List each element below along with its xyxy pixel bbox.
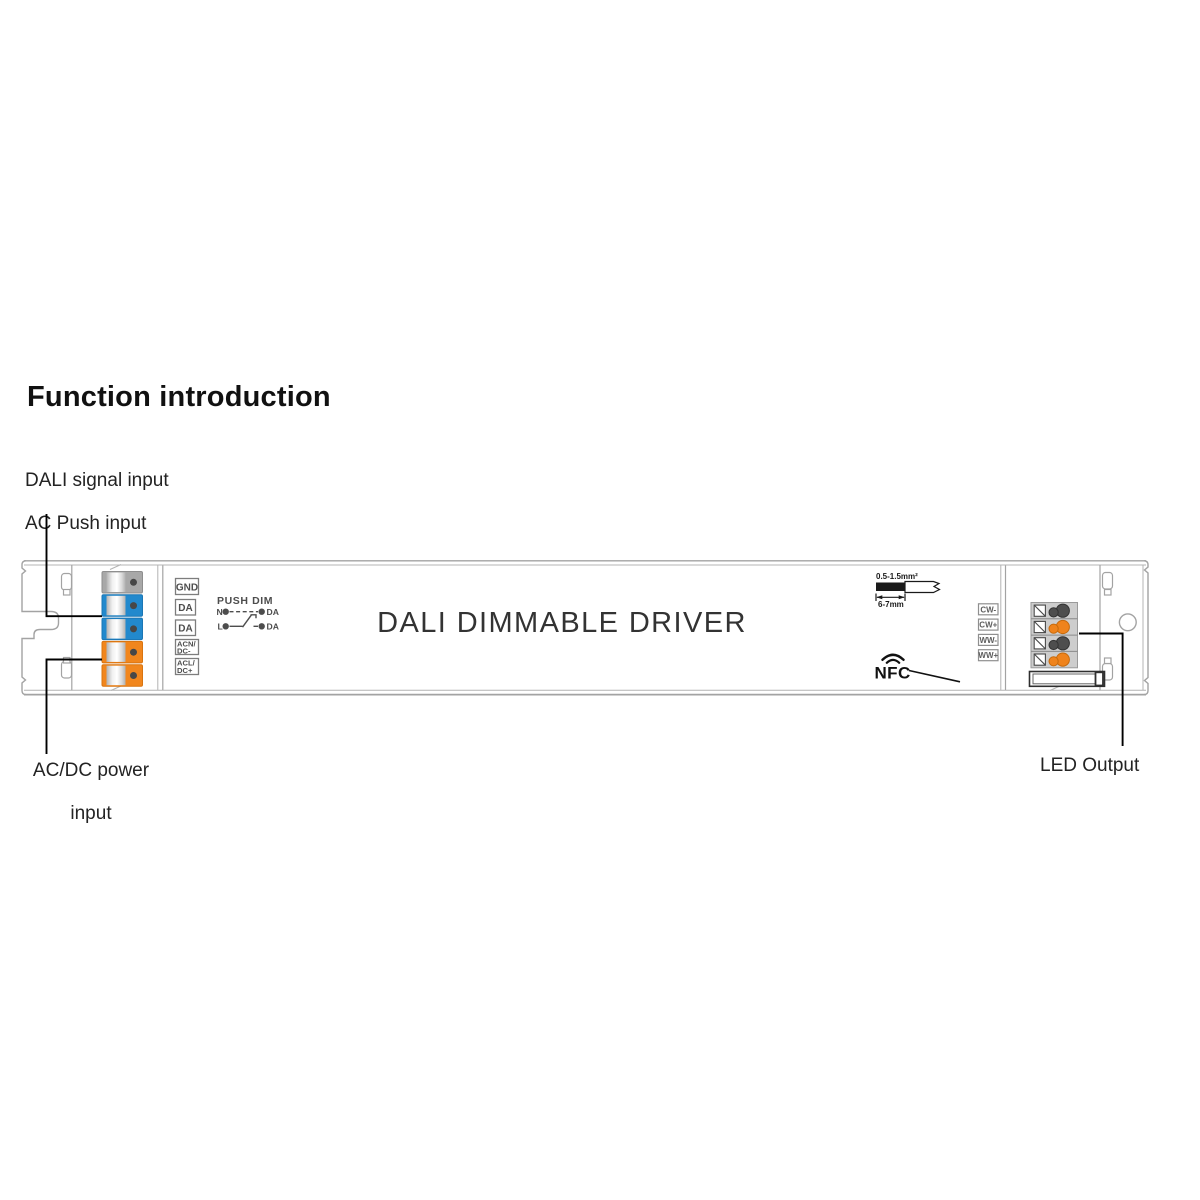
terminal-levers bbox=[1048, 603, 1070, 667]
clamp-release-buttons bbox=[1033, 604, 1046, 666]
lever-cw-pos bbox=[1048, 619, 1070, 635]
terminal-da-2 bbox=[101, 617, 143, 641]
label-dali-signal-input: DALI signal input AC Push input bbox=[25, 470, 169, 535]
label-acl-line1: ACL/ bbox=[177, 659, 196, 668]
terminal-da-1 bbox=[101, 594, 143, 617]
device-title: DALI DIMMABLE DRIVER bbox=[377, 607, 747, 639]
label-gnd: GND bbox=[176, 583, 198, 594]
lever-cw-neg bbox=[1048, 603, 1070, 618]
lever-ww-neg bbox=[1048, 636, 1070, 651]
terminal-gnd bbox=[101, 571, 143, 594]
output-connector-slot bbox=[1028, 670, 1106, 688]
page-title: Function introduction bbox=[27, 381, 331, 413]
label-acn-line2: DC- bbox=[177, 647, 191, 656]
label-dali-line2: AC Push input bbox=[25, 513, 147, 534]
mounting-hole bbox=[1118, 613, 1137, 632]
label-dali-line1: DALI signal input bbox=[25, 470, 169, 491]
label-da-1: DA bbox=[178, 603, 192, 614]
leader-dali-signal bbox=[45, 514, 102, 618]
label-ww-pos: WW+ bbox=[978, 651, 998, 660]
right-mounting-bracket bbox=[1143, 560, 1149, 696]
input-terminal-block bbox=[101, 571, 143, 687]
terminal-acl bbox=[101, 664, 143, 687]
label-ww-neg: WW- bbox=[979, 636, 997, 645]
label-acn-line1: ACN/ bbox=[177, 639, 196, 648]
label-da-2: DA bbox=[178, 624, 192, 635]
label-cw-pos: CW+ bbox=[979, 621, 997, 630]
push-dim-n: N bbox=[217, 607, 223, 617]
strip-dimension bbox=[875, 593, 906, 601]
strip-length: 6-7mm bbox=[878, 600, 904, 609]
device-housing bbox=[21, 560, 1149, 696]
label-acl-line2: DC+ bbox=[177, 666, 193, 675]
output-terminal-labels bbox=[977, 603, 999, 662]
label-acdc-line2: input bbox=[70, 803, 112, 824]
left-mounting-bracket bbox=[21, 560, 60, 696]
nfc-pointer-line bbox=[908, 669, 961, 683]
label-led-output: LED Output bbox=[1040, 755, 1140, 776]
input-terminal-labels bbox=[174, 577, 200, 676]
switch-blade bbox=[241, 614, 253, 628]
wire-cross-section: 0.5-1.5mm² bbox=[876, 572, 918, 581]
label-acdc-power-input: AC/DC power input bbox=[25, 760, 157, 825]
push-dim-da-bottom: DA bbox=[267, 622, 279, 632]
leader-led-output bbox=[1079, 632, 1124, 746]
nfc-icon: NFC bbox=[875, 653, 961, 683]
output-terminal-block bbox=[1028, 602, 1106, 688]
push-dim-l: L bbox=[218, 622, 223, 632]
terminal-acn bbox=[101, 640, 143, 664]
wire-body bbox=[904, 580, 941, 594]
lever-ww-pos bbox=[1048, 652, 1070, 667]
nfc-label: NFC bbox=[875, 664, 911, 683]
push-dim-schematic: PUSH DIM N L DA DA bbox=[217, 595, 279, 632]
label-acdc-line1: AC/DC power bbox=[32, 760, 150, 781]
push-dim-title: PUSH DIM bbox=[217, 595, 273, 607]
label-cw-neg: CW- bbox=[980, 605, 996, 614]
leader-acdc-power bbox=[45, 658, 102, 754]
stripped-wire-end bbox=[876, 582, 905, 591]
wire-strip-icon: 0.5-1.5mm² 6-7mm bbox=[875, 572, 941, 609]
push-dim-da-top: DA bbox=[267, 607, 279, 617]
